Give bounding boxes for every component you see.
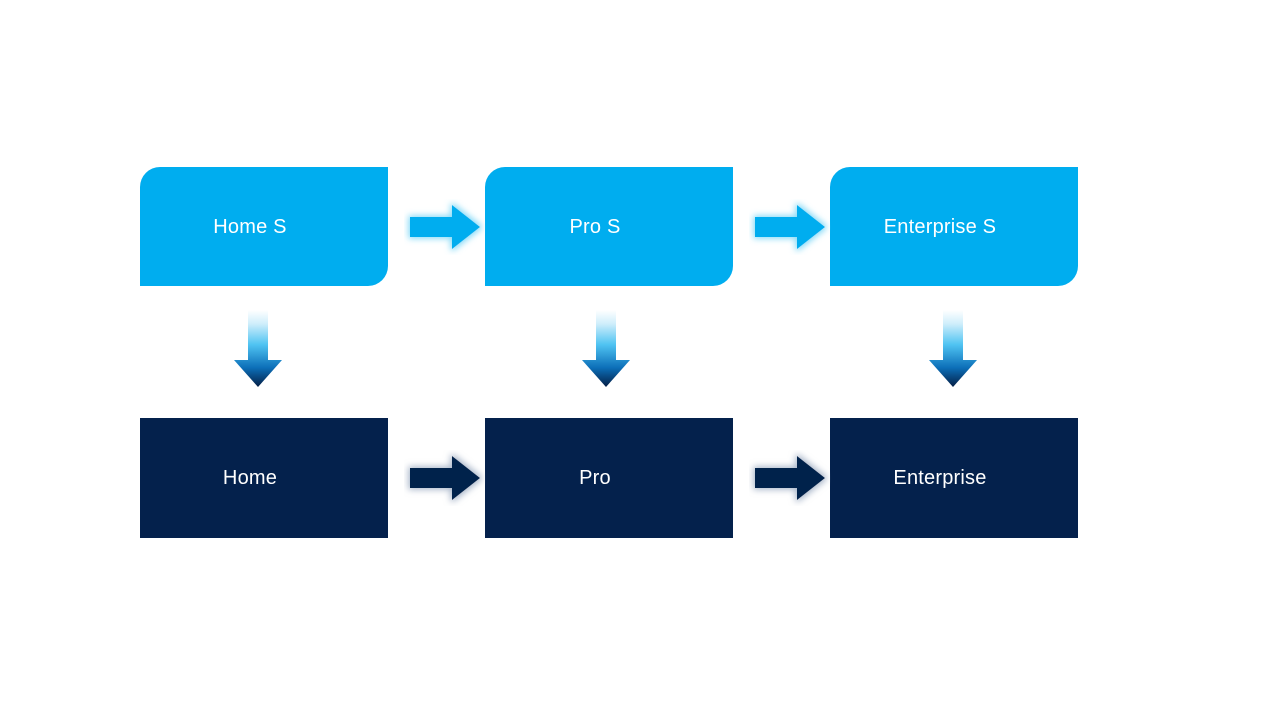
arrow-right-pro-s-to-enterprise-s: [749, 199, 831, 255]
arrow-down-pro-s-to-pro: [576, 308, 636, 390]
node-label-enterprise: Enterprise: [893, 467, 987, 489]
node-enterprise[interactable]: Enterprise: [830, 418, 1078, 538]
node-home-s[interactable]: Home S: [140, 167, 388, 286]
arrow-right-home-s-to-pro-s: [404, 199, 486, 255]
node-label-home: Home: [222, 467, 278, 489]
node-label-home-s: Home S: [213, 215, 287, 238]
arrow-right-pro-to-enterprise: [749, 450, 831, 506]
arrow-down-enterprise-s-to-enterprise: [923, 308, 983, 390]
node-pro-s[interactable]: Pro S: [485, 167, 733, 286]
arrow-right-home-to-pro: [404, 450, 486, 506]
node-pro[interactable]: Pro: [485, 418, 733, 538]
node-label-enterprise-s: Enterprise S: [883, 215, 997, 238]
node-label-pro: Pro: [579, 467, 611, 489]
node-home[interactable]: Home: [140, 418, 388, 538]
node-label-pro-s: Pro S: [569, 215, 621, 238]
arrow-down-home-s-to-home: [228, 308, 288, 390]
node-enterprise-s[interactable]: Enterprise S: [830, 167, 1078, 286]
